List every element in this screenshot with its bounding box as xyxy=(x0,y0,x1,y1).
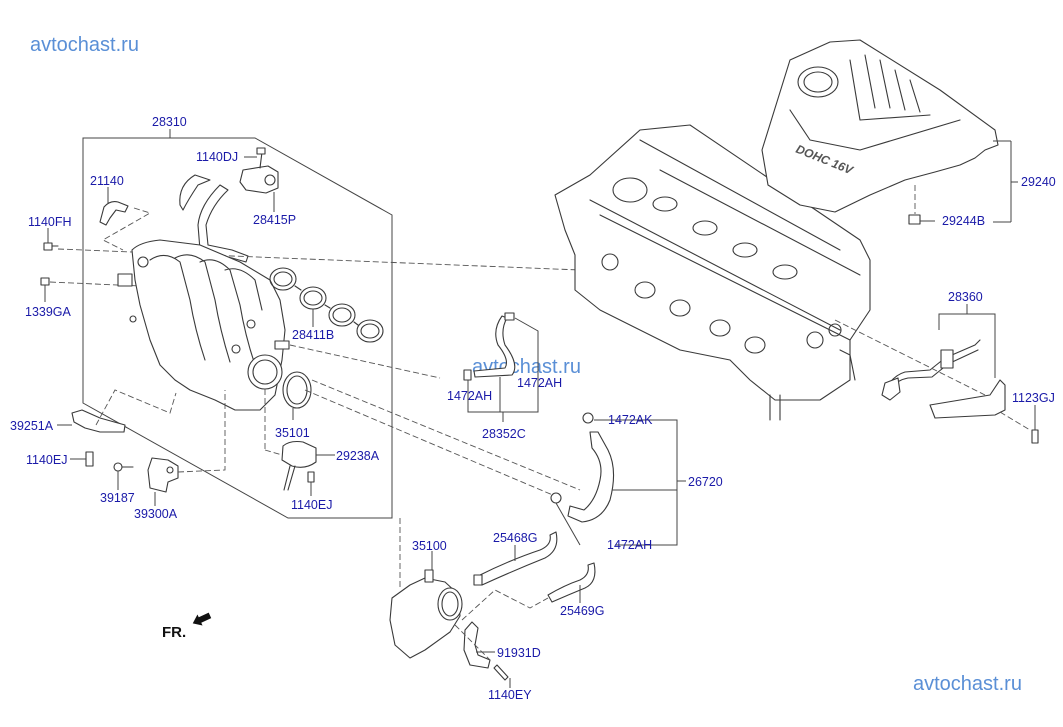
hose-25468G xyxy=(473,531,558,586)
label-1123GJ[interactable]: 1123GJ xyxy=(1012,391,1055,405)
pipe-bracket-28360 xyxy=(881,304,1006,419)
label-28360[interactable]: 28360 xyxy=(948,290,983,304)
label-1339GA[interactable]: 1339GA xyxy=(25,305,72,319)
label-1472AH-b[interactable]: 1472AH xyxy=(517,376,562,390)
label-25469G[interactable]: 25469G xyxy=(560,604,604,618)
label-29238A[interactable]: 29238A xyxy=(336,449,380,463)
bolt-1140FH xyxy=(43,228,59,251)
map-sensor-39300A xyxy=(147,390,226,506)
label-39300A[interactable]: 39300A xyxy=(134,507,178,521)
hose-26720 xyxy=(550,412,686,546)
label-39187[interactable]: 39187 xyxy=(100,491,135,505)
front-arrow-icon xyxy=(192,612,212,626)
label-26720[interactable]: 26720 xyxy=(688,475,723,489)
manifold-gasket-28411B xyxy=(269,267,384,343)
label-39251A[interactable]: 39251A xyxy=(10,419,54,433)
label-21140[interactable]: 21140 xyxy=(90,174,124,188)
washer-39187 xyxy=(113,462,134,490)
label-35101[interactable]: 35101 xyxy=(275,426,310,440)
label-35100[interactable]: 35100 xyxy=(412,539,447,553)
intake-manifold xyxy=(117,239,290,411)
nut-29244B xyxy=(908,214,935,225)
part-labels: 28310 1140DJ 21140 28415P 1140FH 1339GA … xyxy=(10,115,1056,702)
label-1472AK[interactable]: 1472AK xyxy=(608,413,653,427)
throttle-body-35100 xyxy=(389,518,463,659)
label-25468G[interactable]: 25468G xyxy=(493,531,537,545)
front-direction-marker: FR. xyxy=(162,612,212,641)
label-1472AH-a[interactable]: 1472AH xyxy=(447,389,492,403)
label-1140EY[interactable]: 1140EY xyxy=(488,688,532,702)
watermark-bottom-right: avtochast.ru xyxy=(913,673,1022,695)
pcv-valve-21140 xyxy=(99,187,152,251)
label-28415P[interactable]: 28415P xyxy=(253,213,296,227)
bolt-1339GA xyxy=(40,277,50,302)
throttle-gasket-35101 xyxy=(282,371,312,420)
bolt-1123GJ xyxy=(1031,405,1039,444)
label-1140FH[interactable]: 1140FH xyxy=(28,215,72,229)
bracket-39251A xyxy=(57,389,177,433)
label-1140DJ[interactable]: 1140DJ xyxy=(196,150,238,164)
hose-28352C xyxy=(463,312,539,422)
label-29244B[interactable]: 29244B xyxy=(942,214,985,228)
label-1140EJ-left[interactable]: 1140EJ xyxy=(26,453,67,467)
label-91931D[interactable]: 91931D xyxy=(497,646,541,660)
vacuum-actuator-29238A xyxy=(264,389,335,496)
label-28411B[interactable]: 28411B xyxy=(292,328,334,342)
purge-valve-28415P xyxy=(239,147,279,194)
bolt-1140EY xyxy=(493,664,511,688)
bolt-1140EJ-left xyxy=(70,451,94,467)
label-1140EJ-right[interactable]: 1140EJ xyxy=(291,498,332,512)
label-29240[interactable]: 29240 xyxy=(1021,175,1056,189)
label-28310[interactable]: 28310 xyxy=(152,115,187,129)
label-1472AH-c[interactable]: 1472AH xyxy=(607,538,652,552)
watermark-top-left: avtochast.ru xyxy=(30,34,139,56)
hose-25469G xyxy=(461,562,596,621)
front-label: FR. xyxy=(162,624,186,641)
manifold-group-frame xyxy=(82,129,393,519)
engine-cover-29240: DOHC 16V xyxy=(761,39,999,213)
label-28352C[interactable]: 28352C xyxy=(482,427,526,441)
bracket-91931D xyxy=(454,621,495,669)
